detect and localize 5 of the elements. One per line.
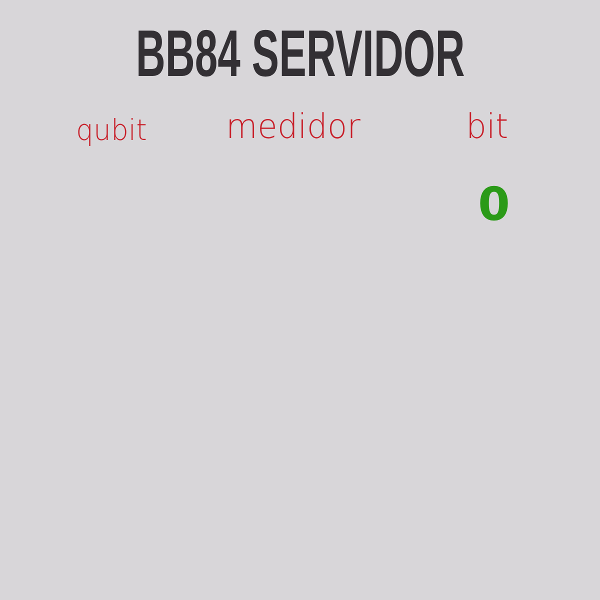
diagram-title: BB84 SERVIDOR bbox=[136, 18, 464, 88]
column-heading: qubit bbox=[76, 114, 147, 147]
column-heading: bit bbox=[466, 108, 508, 147]
bit-value: 0 bbox=[478, 178, 510, 231]
column-heading: medidor bbox=[226, 108, 360, 147]
